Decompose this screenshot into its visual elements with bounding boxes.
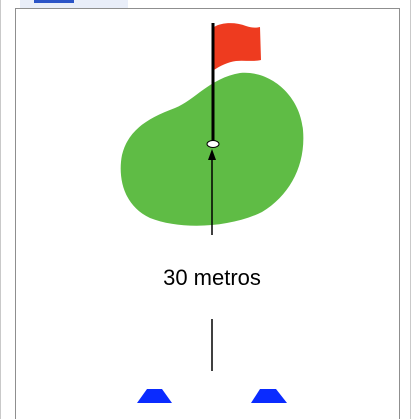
top-tab — [20, 0, 128, 8]
top-tab-stripe — [34, 0, 74, 3]
tee-marker-left — [137, 389, 172, 403]
distance-label: 30 metros — [163, 265, 261, 290]
distance-arrow-head — [208, 149, 216, 160]
tee-marker-right — [251, 389, 287, 403]
flag-icon — [214, 23, 261, 70]
hole-icon — [206, 140, 220, 148]
diagram-frame — [15, 8, 400, 419]
